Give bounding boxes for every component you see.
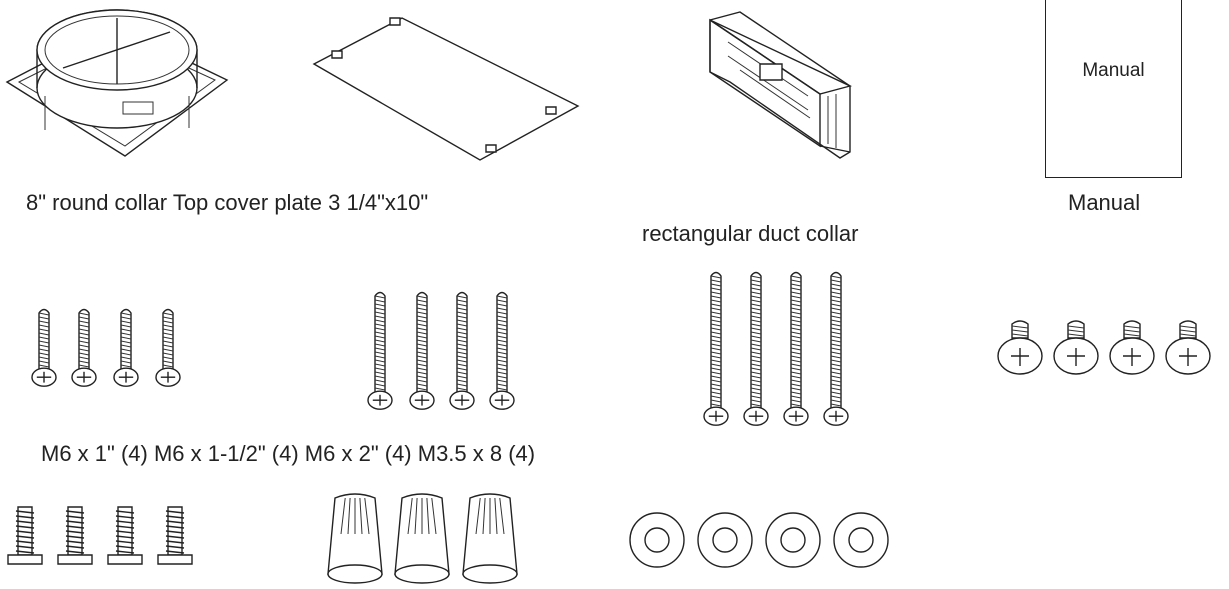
screw-icon: [490, 293, 514, 410]
bolt-icon: [58, 507, 92, 564]
short-screws-icon: [28, 305, 198, 387]
screw-icon: [32, 310, 56, 387]
screws-caption: M6 x 1" (4) M6 x 1-1/2" (4) M6 x 2" (4) …: [41, 441, 536, 466]
long-screws-icon: [698, 268, 858, 428]
screw-icon: [410, 293, 434, 410]
washers-icon: [625, 510, 915, 570]
pan-head-screw-icon: [998, 321, 1042, 374]
bolt-icon: [108, 507, 142, 564]
screw-icon: [784, 273, 808, 426]
round-collar-icon: [5, 10, 230, 160]
pan-head-screw-icon: [1054, 321, 1098, 374]
manual-caption: Manual: [1068, 190, 1141, 215]
bolts-icon: [5, 505, 215, 570]
wire-nuts-icon: [330, 492, 540, 585]
bolt-icon: [158, 507, 192, 564]
washer-icon: [834, 513, 888, 567]
wire-nut-icon: [463, 494, 517, 583]
pan-head-screws-icon: [998, 320, 1223, 380]
screw-icon: [114, 310, 138, 387]
medium-screws-icon: [366, 288, 516, 412]
screw-icon: [368, 293, 392, 410]
rect-duct-collar-icon: [700, 12, 860, 162]
screw-icon: [156, 310, 180, 387]
screw-icon: [450, 293, 474, 410]
washer-icon: [698, 513, 752, 567]
washer-icon: [766, 513, 820, 567]
screw-icon: [824, 273, 848, 426]
rect-collar-caption: rectangular duct collar: [642, 221, 859, 246]
pan-head-screw-icon: [1110, 321, 1154, 374]
wire-nut-icon: [328, 494, 382, 583]
bolt-icon: [8, 507, 42, 564]
wire-nut-icon: [395, 494, 449, 583]
manual-cover-text: Manual: [1082, 60, 1145, 81]
washer-icon: [630, 513, 684, 567]
screw-icon: [704, 273, 728, 426]
screw-icon: [744, 273, 768, 426]
pan-head-screw-icon: [1166, 321, 1210, 374]
cover-plate-icon: [312, 14, 580, 164]
screw-icon: [72, 310, 96, 387]
manual-booklet-icon: Manual: [1045, 0, 1182, 178]
collar-and-plate-caption: 8" round collar Top cover plate 3 1/4"x1…: [26, 190, 429, 215]
